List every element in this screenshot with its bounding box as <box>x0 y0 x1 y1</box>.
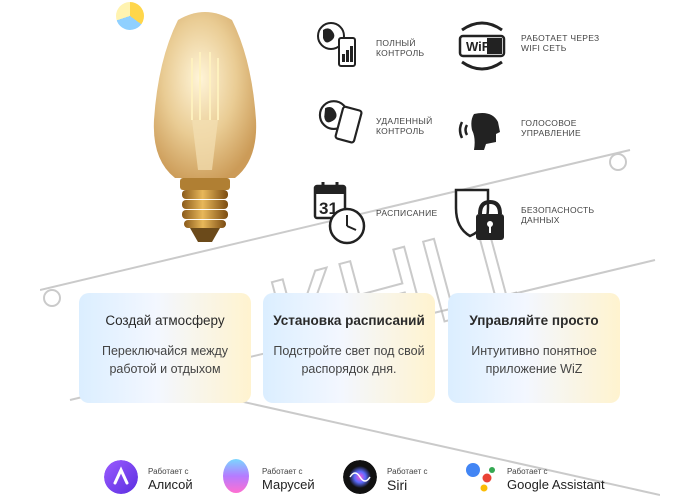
card-body: Переключайся между работой и отдыхом <box>101 344 229 376</box>
assistant-name: Марусей <box>262 477 315 492</box>
feature-label: Голосовое управление <box>521 118 582 138</box>
card-body: Подстройте свет под свой распорядок дня. <box>273 344 425 376</box>
card-title: Установка расписаний <box>273 313 425 328</box>
assistant-caption: Работает с <box>262 467 303 476</box>
wifi-badge: WiFi <box>466 39 493 54</box>
card-schedule: Установка расписаний Подстройте свет под… <box>263 293 435 403</box>
assistant-caption: Работает с <box>507 467 548 476</box>
feature-label: Расписание <box>376 208 438 218</box>
card-control: Управляйте просто Интуитивно понятное пр… <box>448 293 620 403</box>
assistant-siri: Работает с Siri <box>343 460 443 496</box>
card-body: Интуитивно понятное приложение WiZ <box>471 344 597 376</box>
feature-label: Удаленный контроль <box>376 116 433 136</box>
assistant-name: Алисой <box>148 477 193 492</box>
assistant-alice: Работает с Алисой <box>104 460 214 496</box>
shield-lock-icon <box>454 188 504 240</box>
marusya-logo-icon <box>223 459 249 493</box>
color-dot-icon <box>116 2 144 30</box>
alice-logo-icon <box>104 460 138 494</box>
assistant-name: Google Assistant <box>507 477 605 492</box>
feature-label: Работает через WiFi сеть <box>521 33 600 53</box>
assistant-marusya: Работает с Марусей <box>222 459 332 496</box>
assistant-google: Работает с Google Assistant <box>463 460 613 496</box>
calendar-clock-icon: 31 <box>313 182 366 245</box>
assistant-name: Siri <box>387 477 408 493</box>
voice-control-icon <box>458 113 500 150</box>
globe-tablet-icon <box>318 100 363 144</box>
globe-phone-icon <box>317 22 356 67</box>
feature-label: Безопасность данных <box>521 205 595 225</box>
card-title: Создай атмосферу <box>105 313 225 328</box>
calendar-day: 31 <box>319 199 338 218</box>
feature-label: Полный контроль <box>376 38 425 58</box>
assistant-caption: Работает с <box>387 467 428 476</box>
google-assistant-logo-icon <box>466 463 495 492</box>
card-title: Управляйте просто <box>469 313 599 328</box>
filament-bulb-image <box>153 12 257 242</box>
assistant-caption: Работает с <box>148 467 189 476</box>
siri-logo-icon <box>343 460 377 494</box>
wifi-icon: WiFi <box>458 21 506 71</box>
card-atmosphere: Создай атмосферу Переключайся между рабо… <box>79 293 251 403</box>
